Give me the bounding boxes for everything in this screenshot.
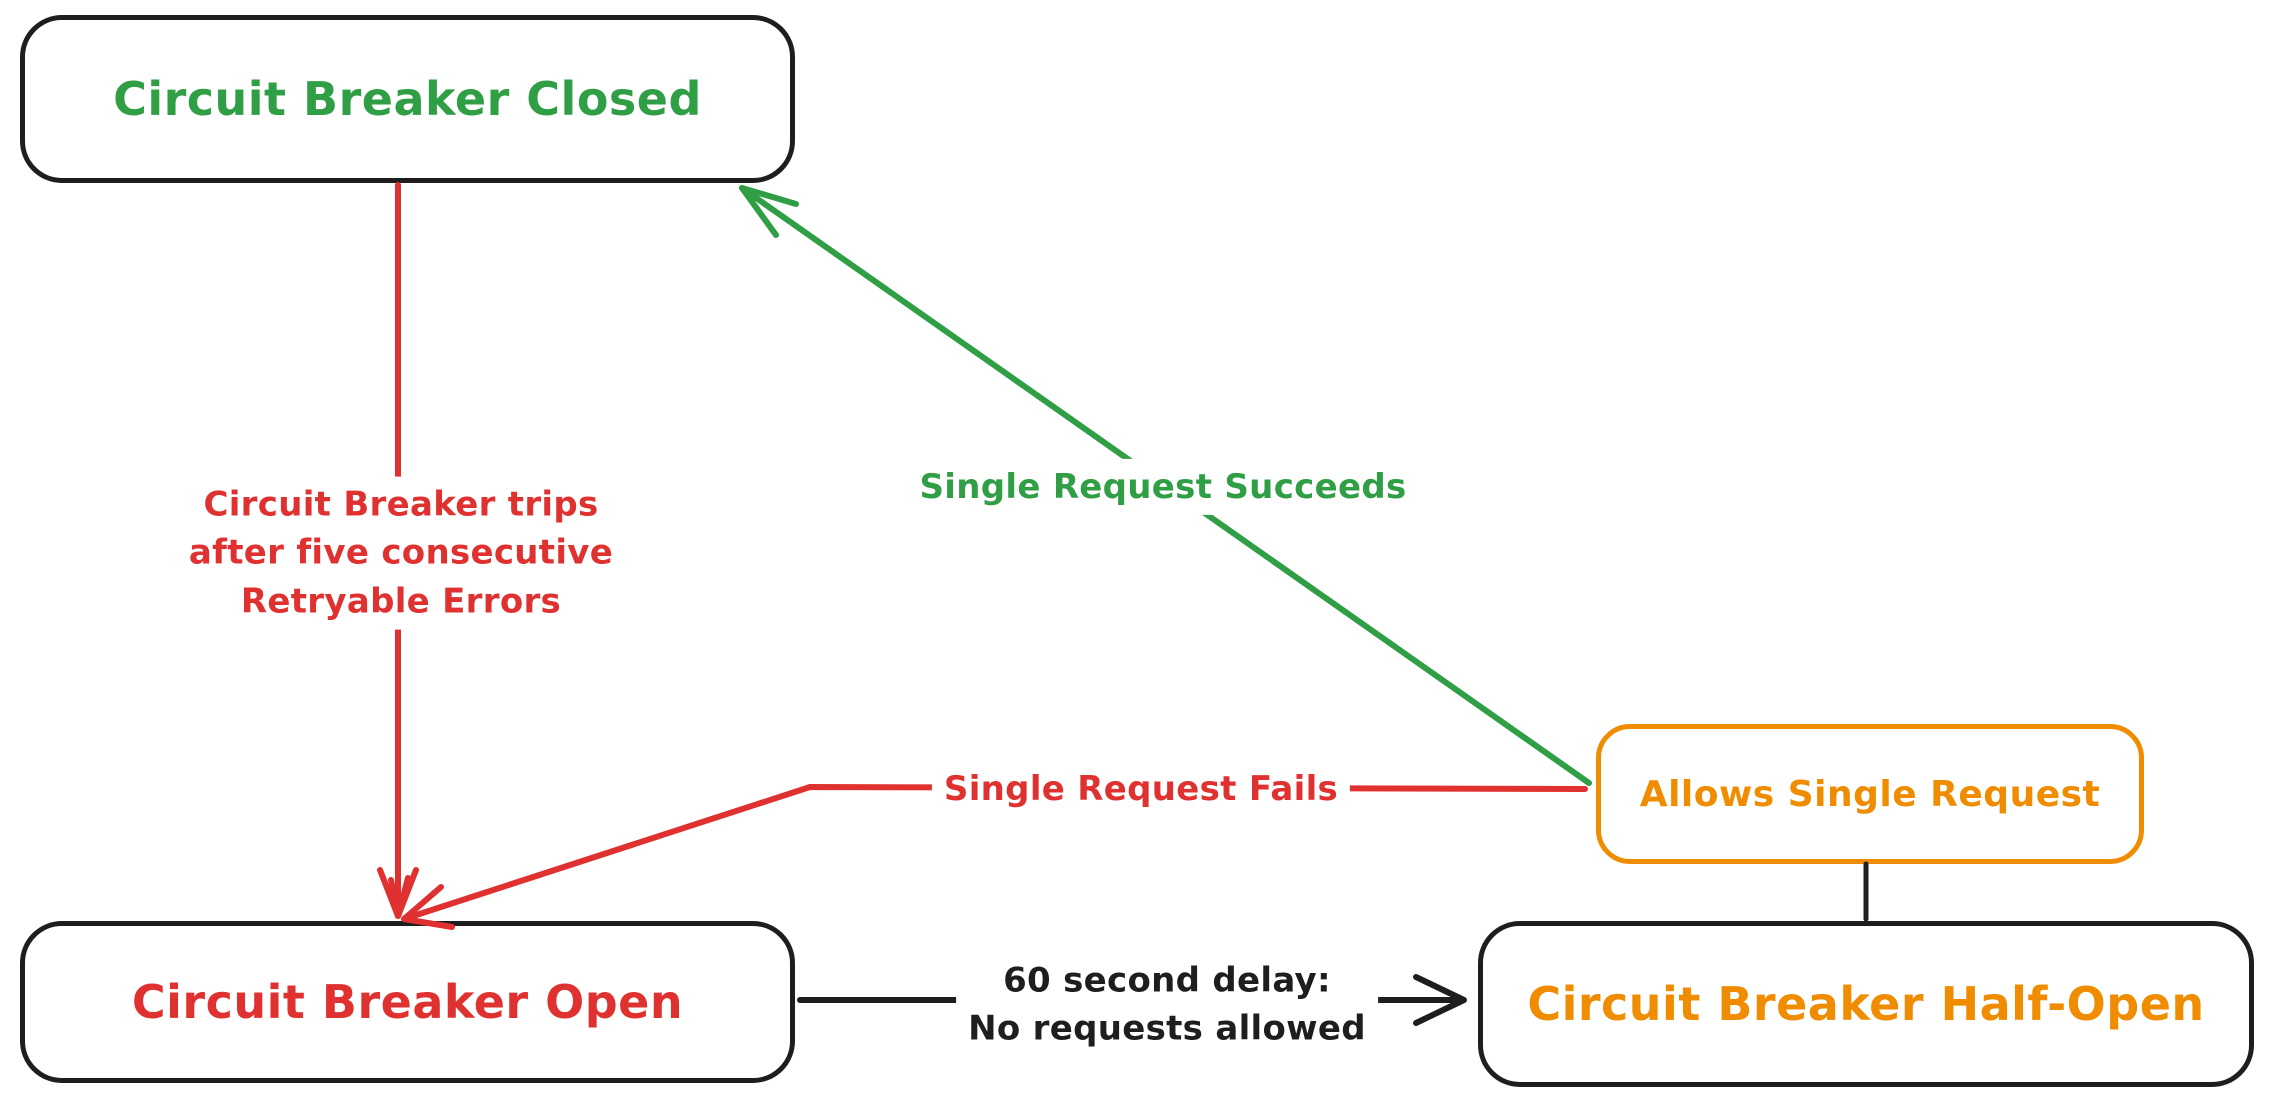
node-circuit-breaker-half-open: Circuit Breaker Half-Open: [1478, 921, 2254, 1087]
edge-label-trip-line-2: after five consecutive: [188, 532, 614, 573]
node-circuit-breaker-closed-label: Circuit Breaker Closed: [113, 72, 702, 126]
edge-label-trip: Circuit Breaker trips after five consecu…: [176, 476, 626, 630]
edge-label-delay-line-1: 60 second delay:: [1003, 960, 1331, 1001]
node-circuit-breaker-closed: Circuit Breaker Closed: [20, 15, 795, 183]
edge-label-delay-line-2: No requests allowed: [968, 1009, 1366, 1049]
node-allows-single-request-label: Allows Single Request: [1639, 773, 2101, 815]
edge-label-delay: 60 second delay: No requests allowed: [956, 952, 1378, 1058]
node-circuit-breaker-open-label: Circuit Breaker Open: [131, 975, 684, 1029]
node-allows-single-request: Allows Single Request: [1596, 724, 2144, 864]
edge-label-trip-line-1: Circuit Breaker trips: [203, 484, 599, 525]
node-circuit-breaker-open: Circuit Breaker Open: [20, 921, 795, 1083]
edge-label-fails: Single Request Fails: [931, 760, 1351, 818]
node-circuit-breaker-half-open-label: Circuit Breaker Half-Open: [1527, 977, 2205, 1031]
edge-label-trip-line-3: Retryable Errors: [240, 581, 562, 622]
edge-label-succeeds: Single Request Succeeds: [907, 458, 1419, 516]
